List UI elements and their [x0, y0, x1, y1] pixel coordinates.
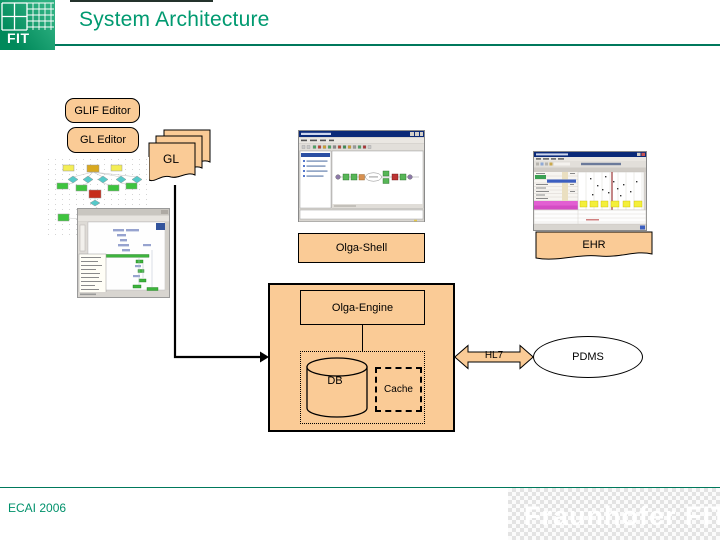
olga-engine-box: Olga-Engine [300, 290, 425, 325]
ehr-screenshot [533, 151, 647, 231]
cache-box: Cache [375, 367, 422, 412]
gl-editor-box: GL Editor [67, 127, 139, 153]
logo-text: FIT [7, 30, 30, 46]
ehr-document-shape [535, 231, 653, 260]
connector-engine-to-storage [362, 325, 363, 352]
pdms-ellipse: PDMS [533, 336, 643, 378]
footer-conference-label: ECAI 2006 [8, 501, 67, 515]
storage-group-box [300, 351, 425, 424]
watermark-text: Fraunhofer FIT [524, 501, 720, 531]
glif-editor-box: GLIF Editor [65, 98, 140, 123]
olga-shell-box: Olga-Shell [298, 233, 425, 263]
fraunhofer-fit-logo: FIT [0, 0, 55, 50]
gl-document-stack [148, 129, 211, 182]
page-title: System Architecture [79, 8, 270, 31]
olga-shell-screenshot [298, 130, 425, 222]
gl-editor-screenshot [77, 208, 170, 298]
db-cylinder-shape [306, 357, 368, 418]
top-edge-line [70, 0, 213, 2]
watermark-area: Fraunhofer FIT [508, 488, 720, 540]
olga-engine-container: Olga-Engine Cache [268, 283, 455, 432]
header-divider [55, 44, 720, 46]
logo-grid-pattern [1, 2, 54, 31]
footer-divider [0, 487, 720, 488]
connector-gl-to-engine [173, 185, 269, 363]
hl7-double-arrow [454, 344, 534, 370]
